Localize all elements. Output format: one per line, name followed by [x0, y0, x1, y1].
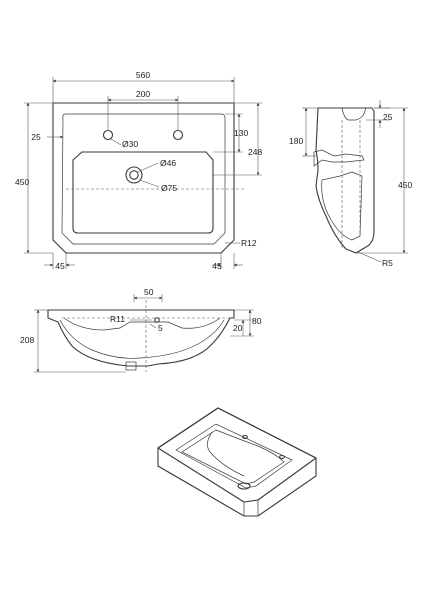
- basin-rim-curve-front: [63, 317, 221, 331]
- iso-top-face: [157, 407, 317, 503]
- dim-right-chamfer: 45: [212, 261, 222, 271]
- iso-tap-hole-left: [242, 434, 248, 440]
- dim-tap-spacing: 200: [136, 89, 150, 99]
- tap-hole-left: [102, 129, 114, 141]
- bowl-profile-side: [321, 171, 363, 241]
- dim-waste-outer-dia: Ø75: [161, 183, 177, 193]
- bowl-outline-top: [72, 151, 214, 234]
- dim-side-depth: 450: [398, 180, 412, 190]
- rim-profile-side: [341, 107, 367, 121]
- dim-waste-inner-dia: Ø46: [160, 158, 176, 168]
- dim-20: 20: [233, 323, 243, 333]
- iso-bowl-shading: [207, 431, 245, 477]
- iso-bowl-rim: [175, 423, 293, 489]
- dim-left-margin: 25: [31, 132, 41, 142]
- dim-overflow-height: 180: [289, 136, 303, 146]
- basin-outline-front: [47, 309, 235, 367]
- basin-inner-rim-top: [61, 113, 226, 245]
- dim-5: 5: [158, 323, 163, 333]
- dim-overall-depth: 450: [15, 177, 29, 187]
- basin-outline-side: [315, 107, 375, 254]
- dim-radius-r11: R11: [110, 314, 125, 324]
- dim-offset-50: 50: [144, 287, 154, 297]
- dim-80: 80: [252, 316, 262, 326]
- iso-front-edge: [157, 448, 317, 517]
- dim-left-chamfer: 45: [55, 261, 65, 271]
- dim-edge-radius: R5: [382, 258, 393, 268]
- dim-overall-width: 560: [136, 70, 150, 80]
- tap-hole-right: [172, 129, 184, 141]
- isometric-view: [157, 407, 317, 517]
- side-view: 25 180 450 R5: [289, 100, 412, 268]
- waste-inner-circle: [129, 170, 139, 180]
- iso-waste: [237, 482, 251, 490]
- iso-tap-hole-right: [279, 454, 285, 460]
- inner-bowl-front: [59, 319, 225, 359]
- tap-hole-front-marker: [154, 317, 160, 323]
- dim-rim-thickness: 25: [383, 112, 393, 122]
- waste-outlet-front: [125, 361, 137, 371]
- dim-corner-radius: R12: [241, 238, 257, 248]
- overflow-profile-side: [313, 149, 365, 167]
- dim-overall-height: 208: [20, 335, 34, 345]
- basin-outline-top: [52, 102, 235, 254]
- front-view: 50 R11 5 80 20 208: [20, 287, 262, 373]
- waste-outer-circle: [125, 166, 143, 184]
- dim-bowl-depth: 130: [234, 128, 248, 138]
- top-view: 560 200 25 130 248 450 Ø30 Ø46 Ø75: [15, 70, 262, 271]
- iso-bowl-inner: [181, 429, 285, 485]
- iso-basin-outline: [157, 407, 317, 517]
- dim-rear-to-waste: 248: [248, 147, 262, 157]
- dim-tap-hole-dia: Ø30: [122, 139, 138, 149]
